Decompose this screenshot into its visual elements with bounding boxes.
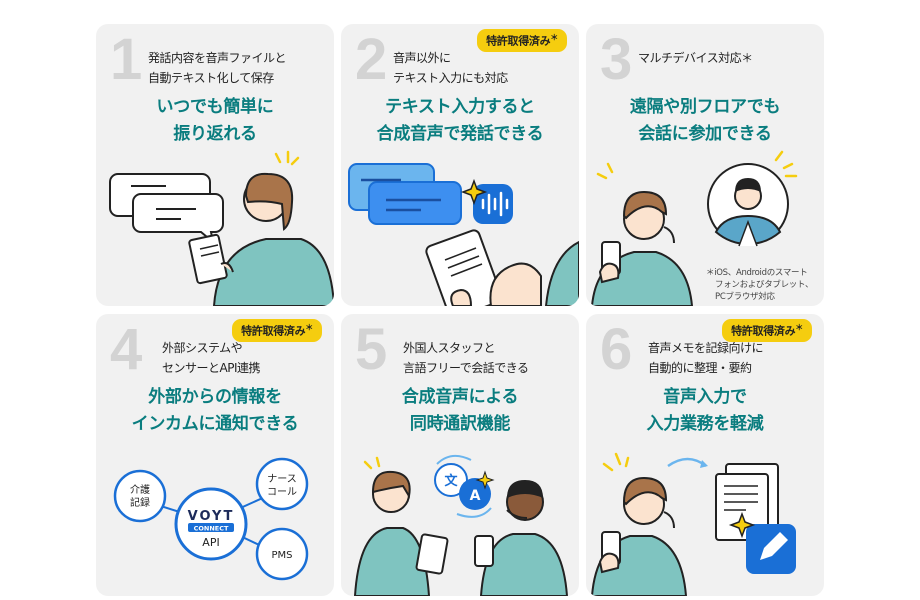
translate-icon: 文 A [434, 454, 495, 518]
nurse-with-tablet-illustration [109, 150, 334, 306]
feature-card-4: 4 外部システムやセンサーとAPI連携 特許取得済み＊ 外部からの情報をインカム… [96, 314, 334, 596]
card-number: 4 [110, 317, 143, 382]
svg-text:介護: 介護 [130, 483, 150, 496]
spark-icon [602, 452, 630, 472]
card-number: 3 [600, 27, 633, 92]
svg-text:API: API [202, 536, 219, 549]
sparkle-icon [728, 511, 756, 539]
svg-text:文: 文 [444, 473, 458, 489]
voice-wave-icon [473, 184, 513, 224]
nurse-figure [188, 172, 334, 306]
feature-card-6: 6 音声メモを記録向けに自動的に整理・要約 特許取得済み＊ 音声入力で入力業務を… [586, 314, 824, 596]
card-headline: 遠隔や別フロアでも会話に参加できる [629, 97, 781, 144]
voyt-connect-api-node: VOYT CONNECT API [174, 487, 248, 561]
svg-text:ナース: ナース [267, 473, 297, 485]
api-integration-diagram: 介護 記録 ナース コール PMS VOYT CONNECT API [113, 457, 309, 581]
svg-text:VOYT: VOYT [188, 509, 235, 524]
doctor-avatar-icon [707, 163, 789, 247]
remote-call-illustration [590, 150, 798, 306]
card-number: 2 [355, 27, 388, 92]
card-subtitle: 外部システムやセンサーとAPI連携 [162, 341, 261, 375]
sparkle-icon [460, 178, 488, 206]
nurse-with-phone-figure [590, 476, 688, 596]
card-headline: 音声入力で入力業務を軽減 [646, 387, 764, 434]
nurse-with-tablet-figure [353, 470, 449, 596]
feature-card-3: 3 マルチデバイス対応＊ 遠隔や別フロアでも会話に参加できる ＊iOS、Andr… [586, 24, 824, 306]
svg-text:コール: コール [267, 487, 297, 498]
feature-card-1: 1 発話内容を音声ファイルと自動テキスト化して保存 いつでも簡単に振り返れる [96, 24, 334, 306]
patent-badge: 特許取得済み＊ [722, 319, 812, 342]
card-headline: 外部からの情報をインカムに通知できる [131, 387, 299, 434]
card-subtitle: 音声以外にテキスト入力にも対応 [393, 51, 508, 85]
speech-bubble-icon [109, 173, 224, 245]
text-to-speech-illustration [348, 163, 579, 306]
feature-card-5: 5 外国人スタッフと言語フリーで会話できる 合成音声による同時通訳機能 文 A [341, 314, 579, 596]
card-subtitle: 音声メモを記録向けに自動的に整理・要約 [648, 341, 764, 375]
nurse-with-phone-figure [590, 190, 694, 306]
svg-text:CONNECT: CONNECT [194, 525, 229, 533]
staff-with-phone-figure [474, 480, 569, 596]
documents-icon [715, 463, 779, 541]
card-headline: テキスト入力すると合成音声で発話できる [376, 97, 544, 144]
pms-node: PMS [255, 527, 309, 581]
card-subtitle: マルチデバイス対応＊ [638, 51, 753, 65]
nurse-call-node: ナース コール [255, 457, 309, 511]
chat-bubble-icon [348, 163, 462, 225]
card-number: 6 [600, 317, 633, 382]
device-support-note: ＊iOS、Androidのスマート フォンおよびタブレット、 PCブラウザ対応 [706, 268, 814, 302]
card-subtitle: 発話内容を音声ファイルと自動テキスト化して保存 [148, 51, 287, 85]
card-subtitle: 外国人スタッフと言語フリーで会話できる [403, 341, 529, 375]
edit-pen-icon [746, 524, 796, 574]
svg-text:PMS: PMS [271, 550, 292, 561]
spark-icon [363, 456, 381, 470]
spark-icon [274, 150, 300, 166]
patent-badge: 特許取得済み＊ [232, 319, 322, 342]
patent-badge: 特許取得済み＊ [477, 29, 567, 52]
care-record-node: 介護 記録 [113, 469, 167, 523]
card-headline: いつでも簡単に振り返れる [156, 97, 274, 144]
translation-illustration: 文 A [353, 454, 569, 596]
svg-text:A: A [470, 488, 481, 504]
svg-text:記録: 記録 [130, 496, 150, 509]
spark-icon [596, 150, 798, 180]
voice-memo-illustration [590, 452, 796, 596]
feature-card-2: 2 音声以外にテキスト入力にも対応 特許取得済み＊ テキスト入力すると合成音声で… [341, 24, 579, 306]
hand-with-phone-icon [425, 229, 579, 306]
arrow-icon [667, 457, 707, 468]
card-number: 1 [110, 27, 143, 92]
card-number: 5 [355, 317, 388, 382]
card-headline: 合成音声による同時通訳機能 [401, 387, 519, 434]
